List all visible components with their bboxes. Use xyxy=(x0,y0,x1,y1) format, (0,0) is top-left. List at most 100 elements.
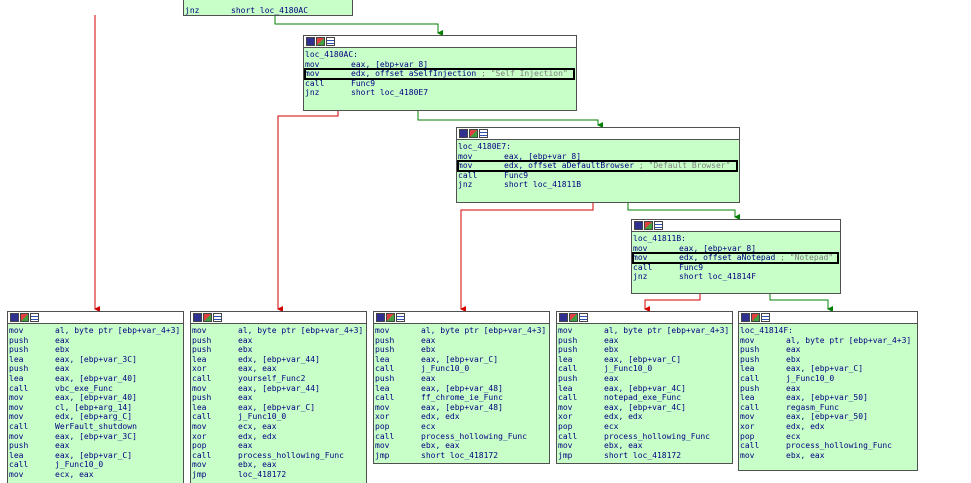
location-label[interactable]: loc_4180E7: xyxy=(458,142,511,151)
operands[interactable]: ff_chrome_ie_Func xyxy=(421,393,503,403)
operands[interactable]: edx, edx xyxy=(604,412,643,422)
operands[interactable]: eax xyxy=(55,335,70,345)
operands[interactable]: short loc_418172 xyxy=(421,450,499,460)
operands[interactable]: eax, [ebp+var_50] xyxy=(786,393,868,403)
operands[interactable]: short loc_41814F xyxy=(679,272,757,282)
list-view-icon[interactable] xyxy=(30,313,39,322)
block-label-line[interactable]: loc_41814F: xyxy=(740,326,917,336)
operands[interactable]: edx, offset aDefaultBrowser xyxy=(504,161,635,171)
color-icon[interactable] xyxy=(469,129,478,138)
operands[interactable]: eax, eax xyxy=(238,364,277,374)
operands[interactable]: j_Func10_0 xyxy=(786,373,835,383)
operands[interactable]: j_Func10_0 xyxy=(604,364,653,374)
block-label-line[interactable]: loc_4180E7: xyxy=(458,142,739,152)
list-view-icon[interactable] xyxy=(479,129,488,138)
graph-view-icon[interactable] xyxy=(559,313,568,322)
graph-view-icon[interactable] xyxy=(459,129,468,138)
operands[interactable]: process_hollowing_Func xyxy=(604,431,710,441)
operands[interactable]: eax, [ebp+var_8] xyxy=(679,243,757,253)
operands[interactable]: ebx xyxy=(421,345,436,355)
operands[interactable]: eax xyxy=(55,441,70,451)
list-view-icon[interactable] xyxy=(326,37,335,46)
operands[interactable]: al, byte ptr [ebp+var_4+3] xyxy=(238,326,364,335)
operands[interactable]: eax, [ebp+var_8] xyxy=(351,59,429,69)
operands[interactable]: edx, edx xyxy=(238,431,277,441)
operands[interactable]: eax, [ebp+var_48] xyxy=(421,402,503,412)
operands[interactable]: process_hollowing_Func xyxy=(421,431,527,441)
operands[interactable]: ebx, eax xyxy=(786,450,825,460)
operands[interactable]: eax, [ebp+var_C] xyxy=(604,354,682,364)
operands[interactable]: eax, [ebp+var_4C] xyxy=(604,402,686,412)
graph-view-icon[interactable] xyxy=(193,313,202,322)
block-label-line[interactable]: loc_4180AC: xyxy=(305,50,576,60)
operands[interactable]: eax xyxy=(604,373,619,383)
operands[interactable]: ecx xyxy=(786,431,801,441)
operands[interactable]: eax, [ebp+var_50] xyxy=(786,412,868,422)
operands[interactable]: WerFault_shutdown xyxy=(55,421,137,431)
operands[interactable]: j_Func10_0 xyxy=(55,460,104,470)
operands[interactable]: edx, edx xyxy=(421,412,460,422)
operands[interactable]: regasm_Func xyxy=(786,402,839,412)
operands[interactable]: al, byte ptr [ebp+var_4+3] xyxy=(421,326,547,335)
operands[interactable]: vbc_exe_Func xyxy=(55,383,113,393)
color-icon[interactable] xyxy=(751,313,760,322)
location-label[interactable]: loc_41814F: xyxy=(740,326,793,335)
operands[interactable]: eax xyxy=(421,373,436,383)
operands[interactable]: Func9 xyxy=(351,78,376,88)
operands[interactable]: eax, [ebp+var_3C] xyxy=(55,354,137,364)
operands[interactable]: j_Func10_0 xyxy=(238,412,287,422)
color-icon[interactable] xyxy=(20,313,29,322)
block-label-line[interactable]: loc_41811B: xyxy=(633,234,840,244)
location-label[interactable]: loc_4180AC: xyxy=(305,50,358,59)
operands[interactable]: eax, [ebp+var_40] xyxy=(55,393,137,403)
operands[interactable]: eax, [ebp+var_4C] xyxy=(604,383,686,393)
operands[interactable]: ebx, eax xyxy=(421,441,460,451)
